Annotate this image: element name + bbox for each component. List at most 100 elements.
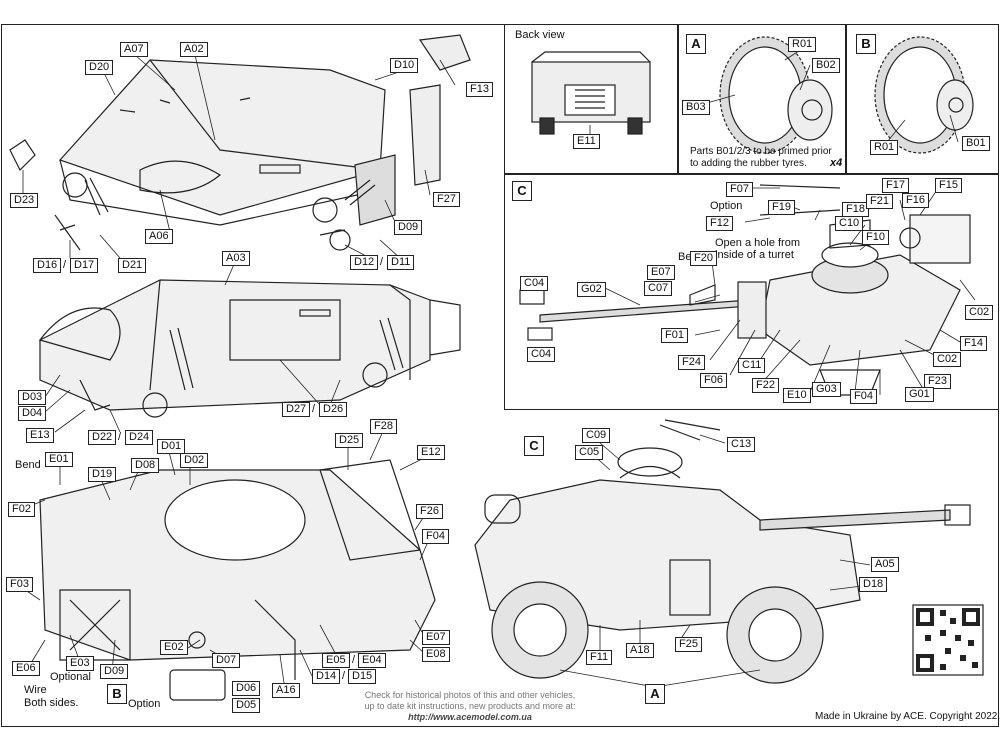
- part-label: D25: [335, 433, 364, 448]
- hull-side-drawing: [38, 279, 461, 418]
- part-label: D07: [212, 653, 241, 668]
- open-hole-note-line1: Open a hole from: [715, 237, 800, 249]
- both-sides-note: Both sides.: [24, 697, 79, 709]
- part-label: A16: [272, 683, 300, 698]
- part-label: G01: [905, 387, 934, 402]
- back-view-title: Back view: [515, 29, 565, 41]
- part-label: E02: [160, 640, 188, 655]
- part-label: D22: [88, 430, 117, 445]
- part-label: D10: [390, 58, 419, 73]
- part-label: D15: [348, 669, 377, 684]
- part-label: C09: [582, 428, 611, 443]
- part-label: D20: [85, 60, 114, 75]
- part-label: D24: [125, 430, 154, 445]
- part-label: C07: [644, 281, 673, 296]
- part-label: A07: [120, 42, 148, 57]
- part-label: D16: [33, 258, 62, 273]
- part-label: F25: [675, 637, 702, 652]
- part-label: F06: [700, 373, 727, 388]
- part-label: E07: [422, 630, 450, 645]
- part-label: D11: [387, 255, 415, 270]
- part-label: D14: [312, 669, 341, 684]
- turret-c-panel: [504, 174, 999, 410]
- panel-c-reference: C: [524, 436, 544, 456]
- footer-note-line1: Check for historical photos of this and …: [364, 690, 576, 700]
- part-label: F13: [466, 82, 493, 97]
- part-label: R01: [870, 140, 899, 155]
- hull-top-drawing: [39, 459, 436, 701]
- part-label: F12: [706, 216, 733, 231]
- part-label: F21: [866, 194, 893, 209]
- part-label: F28: [370, 419, 397, 434]
- part-label: D21: [118, 258, 147, 273]
- part-label: F17: [882, 178, 909, 193]
- footer-note-line2: up to date kit instructions, new product…: [364, 701, 576, 711]
- upper-hull-drawing: [9, 34, 471, 251]
- website-link[interactable]: http://www.acemodel.com.ua: [408, 712, 532, 722]
- part-label: G02: [577, 282, 606, 297]
- part-label: B03: [682, 100, 710, 115]
- wheel-b-drawing: [874, 36, 974, 154]
- part-label: E03: [66, 656, 94, 671]
- part-label: E04: [358, 653, 386, 668]
- part-label: R01: [788, 37, 817, 52]
- part-label: D09: [394, 220, 423, 235]
- part-label: A06: [145, 229, 173, 244]
- part-label: D12: [350, 255, 379, 270]
- part-label: F27: [433, 192, 460, 207]
- back-view-drawing: [531, 51, 651, 135]
- part-label: A02: [180, 42, 208, 57]
- part-label: D19: [88, 467, 117, 482]
- part-label: C04: [520, 276, 549, 291]
- label-separator: /: [312, 403, 316, 415]
- part-label: F18: [842, 202, 869, 217]
- part-label: F19: [768, 200, 795, 215]
- part-label: D03: [18, 390, 47, 405]
- part-label: B01: [962, 136, 990, 151]
- part-label: F22: [752, 378, 779, 393]
- part-label: C05: [575, 445, 604, 460]
- part-label: F14: [960, 336, 987, 351]
- part-label: D04: [18, 406, 47, 421]
- part-label: D09: [100, 664, 129, 679]
- part-label: D27: [282, 402, 311, 417]
- panel-a-marker: A: [686, 34, 706, 54]
- part-label: F24: [678, 355, 705, 370]
- bend-note: Bend: [15, 459, 41, 471]
- back-view-panel: [504, 24, 678, 174]
- part-label: F04: [422, 529, 449, 544]
- part-label: A03: [222, 251, 250, 266]
- part-label: A18: [626, 643, 654, 658]
- optional-note: Optional: [50, 671, 91, 683]
- part-label: C02: [933, 352, 962, 367]
- part-label: C10: [835, 216, 864, 231]
- part-label: G03: [812, 382, 841, 397]
- part-label: E11: [573, 134, 600, 149]
- wire-note: Wire: [24, 684, 47, 696]
- wheel-a-panel: [678, 24, 846, 174]
- part-label: D23: [10, 193, 39, 208]
- part-label: F23: [924, 374, 951, 389]
- open-hole-note-line2: inside of a turret: [715, 249, 794, 261]
- part-label: C13: [727, 437, 756, 452]
- part-label: F26: [416, 504, 443, 519]
- label-separator: /: [352, 654, 356, 666]
- part-label: D26: [319, 402, 348, 417]
- part-label: C02: [965, 305, 994, 320]
- part-label: F11: [586, 650, 613, 665]
- part-label: D17: [70, 258, 99, 273]
- part-label: F16: [902, 193, 929, 208]
- primed-note-line1: Parts B01/2/3 to be primed prior: [690, 146, 832, 157]
- part-label: F04: [850, 389, 877, 404]
- panel-a-reference: A: [645, 684, 665, 704]
- part-label: C04: [527, 347, 556, 362]
- vehicle-side-drawing: [474, 419, 971, 684]
- label-separator: /: [63, 259, 67, 271]
- part-label: B02: [812, 58, 840, 73]
- part-label: F15: [935, 178, 962, 193]
- part-label: F20: [690, 251, 717, 266]
- part-label: D06: [232, 681, 261, 696]
- part-label: D01: [157, 439, 186, 454]
- part-label: D05: [232, 698, 261, 713]
